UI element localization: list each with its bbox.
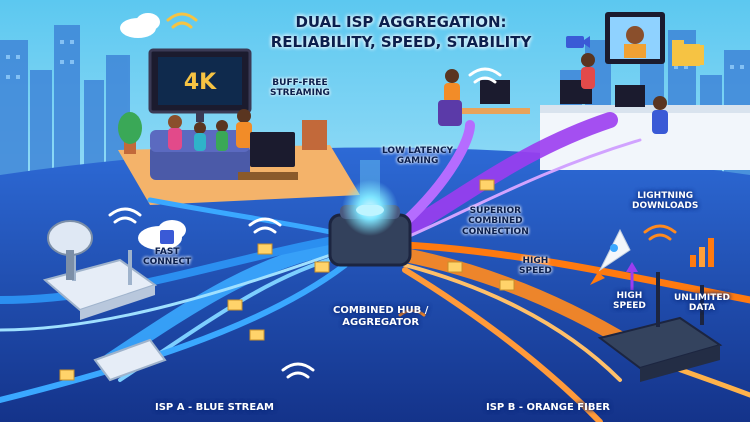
label-buff-free-streaming: BUFF-FREE STREAMING [270, 78, 330, 99]
label-combined-hub-aggregator: COMBINED HUB / AGGREGATOR [333, 305, 429, 328]
video-call-icon [566, 36, 590, 48]
rocket-icon [590, 228, 631, 285]
isp-b-orange-stream [398, 241, 750, 422]
living-room-scene [118, 48, 360, 205]
wifi-icon [166, 12, 198, 29]
label-isp-b-orange-fiber: ISP B - ORANGE FIBER [486, 402, 611, 413]
office-scene [540, 12, 750, 170]
envelope-icon [59, 179, 515, 381]
cloud-icon [120, 13, 160, 38]
label-high-speed-a: HIGH SPEED [519, 256, 552, 277]
wifi-icon [108, 67, 502, 379]
cloud-icon [138, 220, 186, 250]
label-lightning-downloads: LIGHTNING DOWNLOADS [632, 191, 699, 212]
gaming-desk-scene [438, 69, 530, 126]
title-line-1: DUAL ISP AGGREGATION: [295, 13, 507, 31]
folder-icon [672, 40, 700, 66]
router-icon [597, 272, 723, 382]
isp-a-device [93, 338, 167, 382]
label-high-speed-b: HIGH SPEED [613, 291, 646, 312]
label-superior-combined-connection: SUPERIOR COMBINED CONNECTION [462, 206, 529, 237]
label-fast-connect: FAST CONNECT [143, 247, 192, 268]
tv-4k-text: 4K [184, 70, 217, 95]
diagram-title: DUAL ISP AGGREGATION: RELIABILITY, SPEED… [258, 12, 544, 53]
label-isp-a-blue-stream: ISP A - BLUE STREAM [155, 402, 274, 413]
combined-purple-stream [397, 112, 642, 240]
label-low-latency-gaming: LOW LATENCY GAMING [382, 146, 454, 167]
label-unlimited-data: UNLIMITED DATA [674, 293, 730, 314]
floor [0, 147, 750, 422]
combined-hub [328, 160, 412, 267]
bar-chart-icon [690, 238, 714, 267]
title-line-2: RELIABILITY, SPEED, STABILITY [270, 33, 532, 52]
wifi-icon [398, 224, 677, 317]
satellite-dish-icon [47, 220, 93, 280]
arrow-up-icon [626, 262, 638, 290]
